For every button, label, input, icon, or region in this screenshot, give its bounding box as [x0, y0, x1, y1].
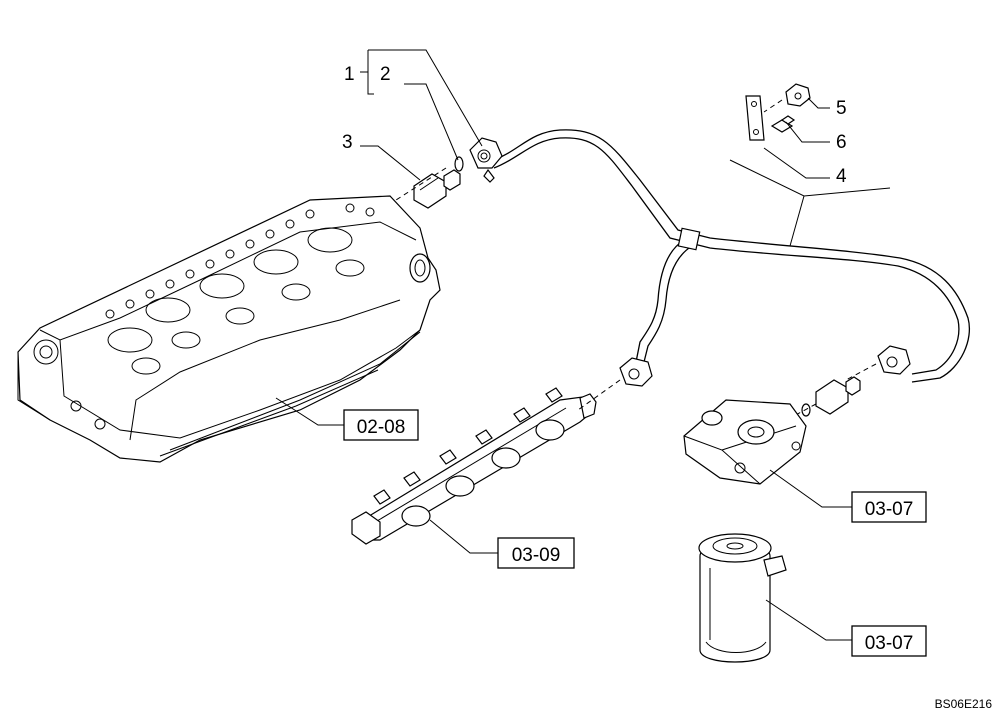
callout-3: 3 — [342, 132, 353, 153]
screw — [770, 115, 796, 133]
bracket — [745, 95, 765, 141]
callout-1: 1 — [344, 64, 355, 85]
leader-03-07-cartridge — [765, 599, 852, 641]
fitting-top — [413, 169, 461, 209]
filter-head — [683, 399, 807, 485]
cylinder-head — [17, 195, 441, 463]
svg-text:03-07: 03-07 — [865, 633, 914, 654]
rail-connector — [619, 357, 653, 387]
pipe-connector-top — [469, 137, 503, 183]
leaders — [360, 49, 891, 247]
fuel-pipe — [493, 129, 970, 383]
callout-2: 2 — [380, 64, 391, 85]
ref-box-filter-cartridge[interactable]: 03-07 — [851, 625, 927, 657]
drawing-code: BS06E216 — [935, 697, 993, 711]
clip — [785, 83, 811, 107]
filter-fitting — [815, 376, 861, 415]
callout-5: 5 — [836, 98, 847, 119]
callout-4: 4 — [836, 166, 847, 187]
fuel-rail — [351, 387, 597, 545]
leader-03-07-head — [769, 469, 852, 508]
leader-03-09 — [429, 519, 498, 554]
ref-box-fuel-rail[interactable]: 03-09 — [497, 537, 575, 569]
svg-text:03-07: 03-07 — [865, 499, 914, 520]
o-ring-top — [454, 156, 464, 172]
callout-6: 6 — [836, 132, 847, 153]
svg-text:03-09: 03-09 — [512, 545, 561, 566]
ref-box-cylinder-head[interactable]: 02-08 — [343, 409, 419, 441]
o-ring-filter — [801, 403, 811, 417]
leader-02-08 — [275, 397, 344, 426]
filter-cartridge — [698, 533, 787, 663]
ref-box-filter-head[interactable]: 03-07 — [851, 491, 927, 523]
filter-connector — [877, 345, 911, 375]
svg-text:02-08: 02-08 — [357, 417, 406, 438]
